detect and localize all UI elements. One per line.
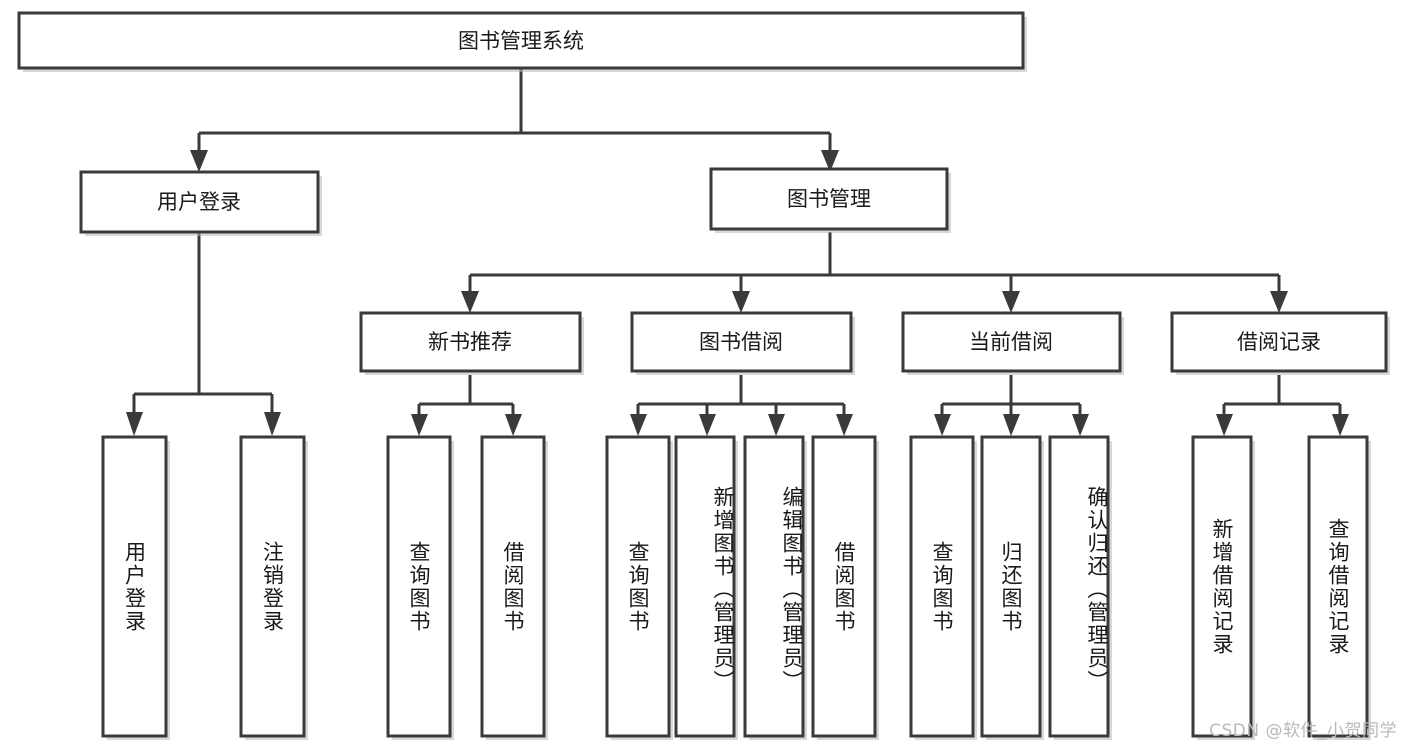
leaf-query-book-c[interactable] (909, 435, 975, 738)
arrow-to-leaf-add-book (699, 414, 716, 436)
arrow-to-leaf-add-record (1216, 414, 1233, 436)
leaf-query-record[interactable] (1307, 435, 1369, 738)
node-book-management-label: 图书管理 (787, 187, 871, 211)
arrow-to-leaf-return-book (1003, 414, 1020, 436)
root-node-label: 图书管理系统 (458, 29, 584, 53)
node-user-login-label: 用户登录 (157, 190, 241, 214)
leaf-user-login[interactable] (101, 435, 168, 738)
arrow-to-leaf-borrow-book-a (505, 414, 522, 436)
leaf-add-record[interactable] (1191, 435, 1253, 738)
arrow-to-current-borrow (1002, 291, 1020, 313)
arrow-to-leaf-query-record (1332, 414, 1349, 436)
node-layer: 图书管理系统 用户登录 图书管理 新书推荐 图书借阅 当前借阅 借阅记录 (17, 11, 1390, 740)
node-book-borrow-label: 图书借阅 (699, 330, 783, 354)
node-current-borrow-label: 当前借阅 (969, 330, 1053, 354)
arrow-to-leaf-borrow-book-b (836, 414, 853, 436)
arrow-to-leaf-query-book-c (934, 414, 951, 436)
arrow-to-user-login (190, 150, 208, 172)
arrow-to-leaf-query-book-b (630, 414, 647, 436)
leaf-add-book[interactable] (674, 435, 736, 738)
leaf-confirm-return[interactable] (1048, 435, 1110, 738)
arrow-to-leaf-logout (264, 412, 281, 436)
arrow-to-leaf-user-login (126, 412, 143, 436)
arrow-to-borrow-record (1270, 291, 1288, 313)
leaf-query-book-b[interactable] (605, 435, 671, 738)
arrow-to-leaf-confirm-return (1072, 414, 1089, 436)
leaf-borrow-book-a[interactable] (480, 435, 546, 738)
leaf-query-book-a[interactable] (386, 435, 452, 738)
connector-layer (126, 68, 1349, 436)
node-user-login[interactable] (79, 170, 320, 234)
arrow-to-leaf-query-book-a (411, 414, 428, 436)
node-book-management[interactable] (709, 167, 949, 231)
node-root[interactable] (17, 11, 1025, 70)
arrow-to-book-borrow (732, 291, 750, 313)
leaf-borrow-book-b[interactable] (811, 435, 877, 738)
node-current-borrow[interactable] (901, 311, 1122, 373)
leaf-return-book[interactable] (980, 435, 1042, 738)
node-borrow-record[interactable] (1170, 311, 1388, 373)
node-book-borrow[interactable] (630, 311, 853, 373)
leaf-edit-book[interactable] (743, 435, 805, 738)
arrow-to-leaf-edit-book (768, 414, 785, 436)
node-new-book-recommend[interactable] (359, 311, 582, 373)
node-new-book-recommend-label: 新书推荐 (428, 330, 512, 354)
leaf-logout[interactable] (239, 435, 306, 738)
arrow-to-new-book-recommend (461, 291, 479, 313)
node-borrow-record-label: 借阅记录 (1237, 330, 1321, 354)
arrow-to-book-mgmt (821, 150, 839, 172)
